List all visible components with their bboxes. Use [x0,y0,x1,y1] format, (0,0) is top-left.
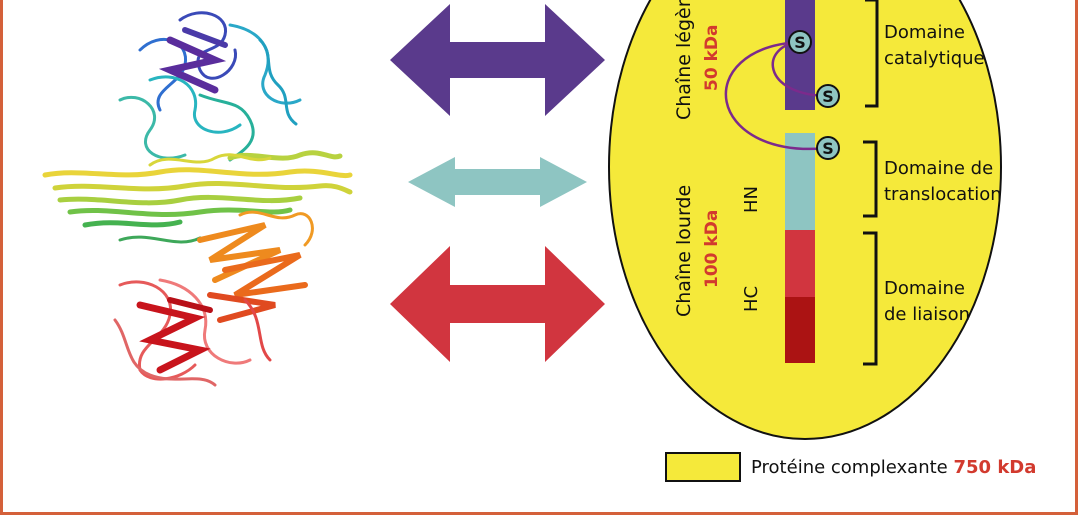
legend-text: Protéine complexante [751,456,948,478]
svg-text:S: S [822,139,834,158]
binding-domain-line2: de liaison [884,304,971,325]
light-chain-label: Chaîne légère [673,0,695,120]
disulfide-s-icon: S [816,84,840,108]
binding-segment-light [785,230,815,297]
double-arrow-icon [408,157,587,207]
hc-label: HC [741,285,762,312]
svg-text:S: S [822,87,834,106]
binding-domain-line1: Domaine [884,278,965,299]
bracket-icon [863,0,879,366]
translocation-domain-line1: Domaine de [884,158,994,179]
toxin-chain-bar [785,0,815,363]
catalytic-domain-label: Domaine catalytique [884,20,985,72]
legend-label: Protéine complexante 750 kDa [751,457,1036,478]
svg-text:S: S [794,33,806,52]
double-arrow-icon [390,4,605,116]
light-chain-kda: 50 kDa [702,24,722,91]
hn-label: HN [741,186,762,213]
legend-kda: 750 kDa [953,456,1037,478]
catalytic-domain-line1: Domaine [884,22,965,43]
protein-ribbon-structure [42,11,353,387]
binding-domain-label: Domaine de liaison [884,276,970,328]
catalytic-domain-line2: catalytique [884,48,985,69]
disulfide-bridge [724,40,829,151]
heavy-chain-kda: 100 kDa [702,209,722,288]
disulfide-s-icon: S [816,136,840,160]
translocation-domain-label: Domaine de translocation [884,156,1002,208]
binding-segment-dark [785,297,815,363]
legend: Protéine complexante 750 kDa [665,450,1036,484]
heavy-chain-label: Chaîne lourde [673,184,695,317]
legend-swatch [665,452,741,482]
translocation-domain-line2: translocation [884,184,1002,205]
disulfide-s-icon: S [788,30,812,54]
double-arrow-icon [390,246,605,362]
